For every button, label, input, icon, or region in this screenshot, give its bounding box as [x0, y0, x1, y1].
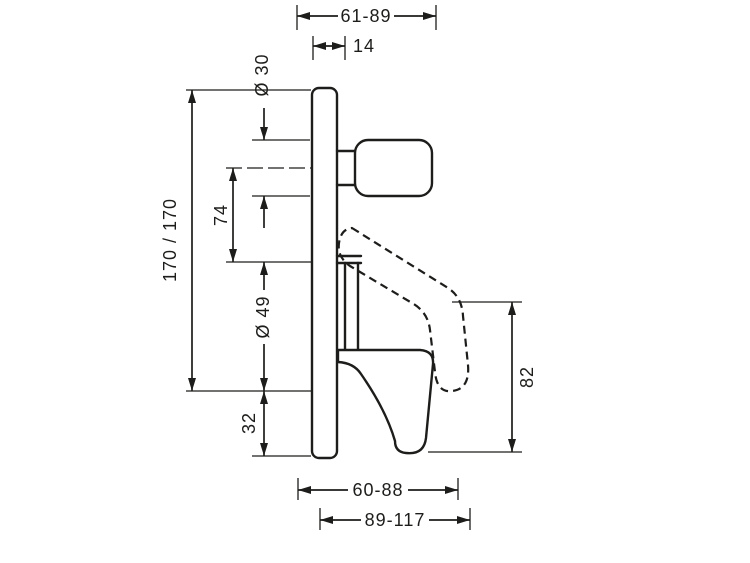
- arrowhead-up: [260, 391, 268, 404]
- arrowhead-down: [188, 378, 196, 391]
- arrowhead-up: [260, 262, 268, 275]
- arrowhead-right: [423, 12, 436, 20]
- dim-label-spacer: 14: [353, 36, 375, 56]
- arrowhead-down: [508, 439, 516, 452]
- dim-label-handle-axis: 74: [211, 204, 231, 226]
- escutcheon-plate: [310, 86, 339, 460]
- arrowhead-left: [298, 486, 311, 494]
- arrowhead-up: [260, 196, 268, 209]
- handle-knob: [353, 138, 434, 198]
- arrowhead-left: [313, 42, 326, 50]
- arrowhead-left: [320, 516, 333, 524]
- arrowhead-left: [297, 12, 310, 20]
- lever-dashed-position: [337, 226, 470, 393]
- lever-solid: [336, 348, 435, 455]
- dim-label-plate-height: 170 / 170: [160, 198, 180, 282]
- arrowhead-down: [260, 443, 268, 456]
- arrowhead-up: [229, 168, 237, 181]
- dim-label-top-width: 61-89: [340, 6, 391, 26]
- arrowheads: [188, 12, 516, 524]
- extension-lines: [186, 5, 522, 530]
- arrowhead-right: [332, 42, 345, 50]
- arrowhead-up: [188, 90, 196, 103]
- arrowhead-right: [445, 486, 458, 494]
- arrowhead-right: [457, 516, 470, 524]
- dim-label-handle-diameter: Ø 30: [252, 53, 272, 96]
- dim-label-depth-total: 89-117: [365, 510, 426, 530]
- dim-label-lever-drop: 82: [517, 366, 537, 388]
- arrowhead-down: [260, 127, 268, 140]
- arrowhead-down: [260, 378, 268, 391]
- dim-label-lower-offset: 32: [239, 412, 259, 434]
- arrowhead-up: [508, 302, 516, 315]
- dim-label-depth-front: 60-88: [352, 480, 403, 500]
- arrowhead-down: [229, 249, 237, 262]
- fixture-outline: [226, 86, 470, 460]
- dim-label-sleeve-diameter: Ø 49: [253, 295, 273, 338]
- dimension-labels: 61-89 14 170 / 170 Ø 30 74 Ø 49 32 82 60…: [160, 6, 537, 530]
